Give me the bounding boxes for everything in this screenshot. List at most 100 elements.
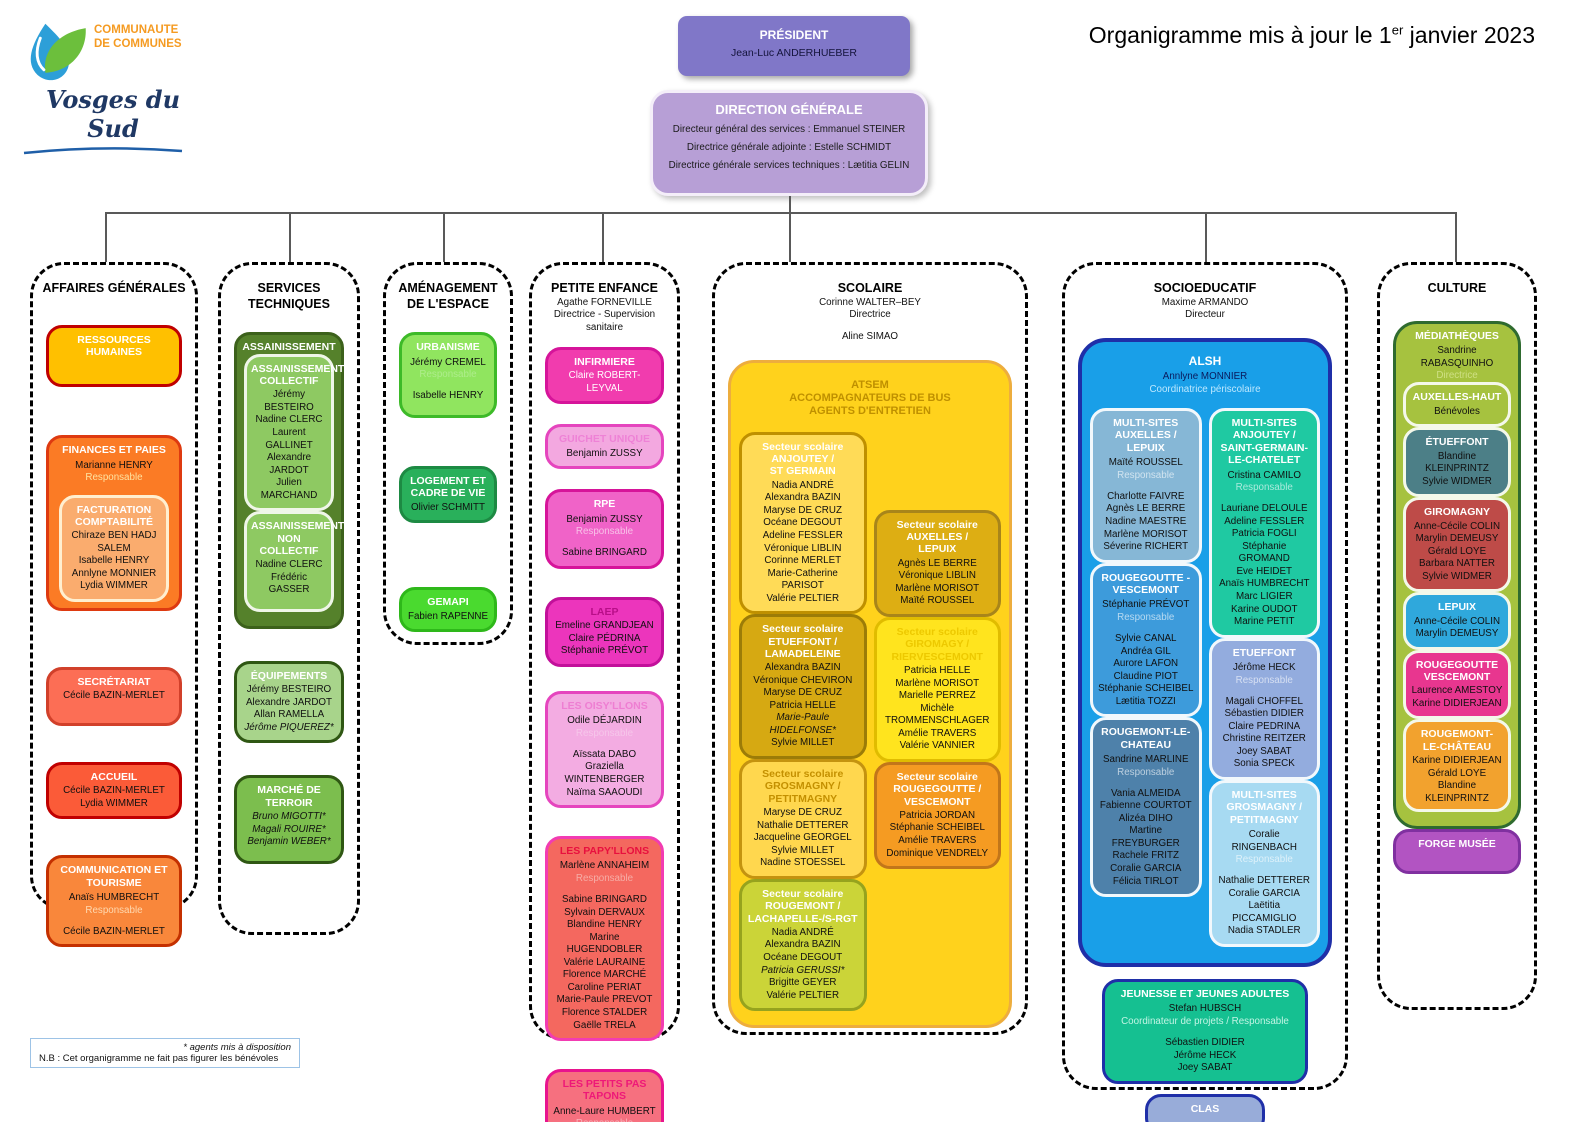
person-name: Fabien RAPENNE xyxy=(407,610,489,622)
person-name: Laëtitia PICCAMIGLIO xyxy=(1232,900,1297,924)
person-name: Gaëlle TRELA xyxy=(573,1019,636,1031)
person-name: Agnès LE BERRE xyxy=(1106,503,1186,515)
column-title: CULTURE xyxy=(1427,281,1487,295)
person-name: Aïssata DABO xyxy=(572,748,637,760)
box-title: Secteur scolaire ANJOUTEY / ST GERMAIN xyxy=(762,440,844,478)
person-name: Maryse DE CRUZ xyxy=(763,687,842,699)
responsable-label: Responsable xyxy=(419,369,477,381)
connector-line xyxy=(289,212,291,262)
names-list: Fabien RAPENNE xyxy=(406,611,490,624)
names-list: Cécile BAZIN-MERLET xyxy=(53,690,175,703)
person-name: Gérald LOYE xyxy=(1427,545,1487,557)
box-title: ATSEM ACCOMPAGNATEURS DE BUS AGENTS D'EN… xyxy=(789,378,951,417)
responsable-name: Sandrine MARLINE xyxy=(1103,754,1189,766)
person-name: Stéphanie GROMAND xyxy=(1238,540,1290,565)
person-name: Véronique CHEVIRON xyxy=(753,674,853,686)
person-name: Agnès LE BERRE xyxy=(897,557,977,569)
person-name: Karine DIDIERJEAN xyxy=(1412,697,1502,709)
person-name: Sabine BRINGARD xyxy=(562,894,647,906)
box-title: MÉDIATHÈQUES xyxy=(1415,329,1499,342)
person-name: Michèle TROMMENSCHLAGER xyxy=(884,702,990,727)
logo-org-name: COMMUNAUTE DE COMMUNES xyxy=(94,24,182,50)
person-name: Aurore LAFON xyxy=(1113,658,1179,670)
person-name: Annlyne MONNIER xyxy=(71,567,157,579)
column-subtitle: Maxime ARMANDO xyxy=(1161,296,1249,308)
box-title: ASSAINISSEMENT NON COLLECTIF xyxy=(251,520,345,557)
person-name: Patricia FOGLI xyxy=(1231,528,1297,540)
footnote-box: * agents mis à disposition N.B : Cet org… xyxy=(30,1038,300,1068)
person-name: Nadine CLERC xyxy=(255,559,323,571)
box-title: ASSAINISSEMENT COLLECTIF xyxy=(251,362,345,387)
person-name: Karine OUDOT xyxy=(1231,603,1298,615)
person-name: Alexandra BAZIN xyxy=(764,662,841,674)
person-name: Marielle PERREZ xyxy=(898,690,976,702)
names-list: Benjamin ZUSSY xyxy=(552,448,657,461)
person-name: Magali ROUIRE* xyxy=(252,823,326,835)
direction-line: Directeur général des services : Emmanue… xyxy=(672,124,906,135)
person-name: Marie-Catherine PARISOT xyxy=(767,567,838,592)
person-name: Patricia HELLE xyxy=(904,665,971,677)
responsable-label: Responsable xyxy=(1117,469,1175,481)
box-title: ROUGEGOUTTE VESCEMONT xyxy=(1415,658,1499,684)
person-name: Anne-Cécile COLIN xyxy=(1413,520,1501,532)
responsable-label: Coordinatrice périscolaire xyxy=(1149,383,1261,395)
connector-line xyxy=(443,212,445,262)
person-name: Cécile BAZIN-MERLET xyxy=(63,925,165,937)
subcol-right: MULTI-SITES ANJOUTEY / SAINT-GERMAIN- LE… xyxy=(1208,408,1320,947)
person-name: Marie-Paule PREVOT xyxy=(556,994,653,1006)
person-name: Naïma SAAOUDI xyxy=(566,786,643,798)
box-title: MARCHÉ DE TERROIR xyxy=(257,784,321,809)
box-title: FINANCES ET PAIES xyxy=(62,444,166,457)
person-name: Jérémy BESTEIRO xyxy=(246,684,332,696)
responsable-name: Annlyne MONNIER xyxy=(1162,371,1248,383)
person-name: Emeline GRANDJEAN xyxy=(555,620,654,632)
column-subtitle: Corinne WALTER–BEY xyxy=(819,296,921,308)
person-name: Jérôme PIQUEREZ* xyxy=(244,721,334,733)
column-subtitle xyxy=(722,322,1018,331)
box-title: Secteur scolaire ETUEFFONT / LAMADELEINE xyxy=(762,623,844,660)
person-name: Bénévoles xyxy=(1434,405,1480,417)
box-title: Secteur scolaire ROUGEGOUTTE / VESCEMONT xyxy=(893,770,982,808)
footnote-line: * agents mis à disposition xyxy=(183,1042,291,1053)
person-name: Valérie VANNIER xyxy=(899,740,975,752)
box-secteur-rougemont-lachapelle: Secteur scolaire ROUGEMONT / LACHAPELLE-… xyxy=(739,878,867,1012)
responsable-label: Responsable xyxy=(575,872,634,884)
page-title: Organigramme mis à jour le 1er janvier 2… xyxy=(1088,22,1535,48)
person-name: Sylvie WIDMER xyxy=(1422,475,1492,487)
box-title: ASSAINISSEMENT xyxy=(242,341,336,354)
person-name: Amélie TRAVERS xyxy=(898,727,977,739)
person-name: Florence MARCHÉ xyxy=(562,969,647,981)
person-name: Stéphanie SCHEIBEL xyxy=(889,822,985,834)
person-name: Sylvie MILLET xyxy=(771,844,835,856)
person-name: Christine REITZER xyxy=(1222,733,1306,745)
box-title: ÉTUEFFONT xyxy=(1425,436,1489,449)
person-name: Sabine BRINGARD xyxy=(562,547,647,559)
president-title: PRÉSIDENT xyxy=(759,28,829,42)
person-name: Alexandre JARDOT xyxy=(245,696,333,708)
person-name: Sébastien DIDIER xyxy=(1165,1037,1245,1049)
person-name: Lydia WIMMER xyxy=(80,580,148,592)
